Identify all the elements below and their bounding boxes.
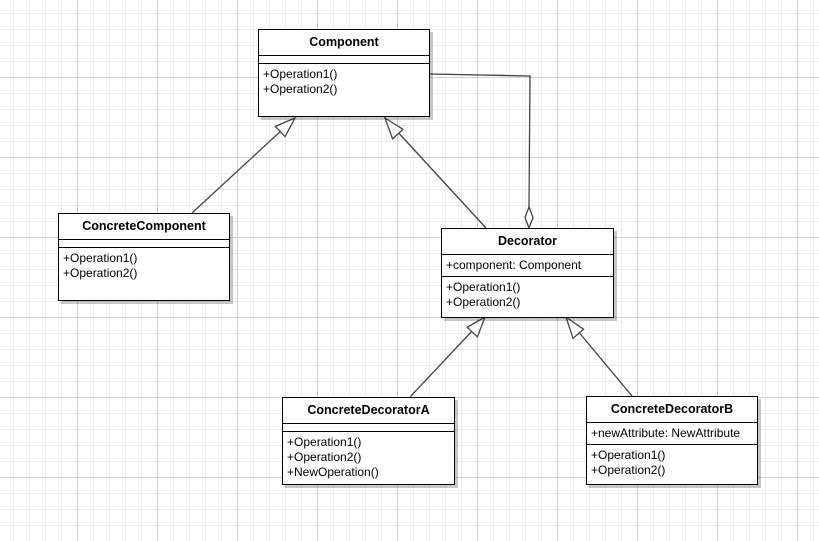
class-name: ConcreteDecoratorB bbox=[587, 397, 757, 423]
attributes-compartment bbox=[259, 56, 429, 64]
operation: +Operation2() bbox=[446, 295, 521, 309]
class-name: Decorator bbox=[442, 229, 613, 255]
operation: +Operation2() bbox=[591, 463, 666, 477]
generalization-arrowhead bbox=[274, 116, 297, 138]
operation: +NewOperation() bbox=[287, 465, 379, 479]
operations-compartment: +Operation1() +Operation2() bbox=[587, 445, 757, 481]
class-name: Component bbox=[259, 30, 429, 56]
operation: +Operation2() bbox=[63, 266, 138, 280]
class-name: ConcreteComponent bbox=[59, 214, 229, 240]
attributes-compartment: +component: Component bbox=[442, 255, 613, 277]
generalization-line[interactable] bbox=[191, 128, 284, 214]
operation: +Operation2() bbox=[263, 82, 338, 96]
generalization-arrowhead bbox=[564, 315, 585, 340]
operation: +Operation1() bbox=[63, 251, 138, 265]
operations-compartment: +Operation1() +Operation2() bbox=[442, 277, 613, 313]
operation: +Operation2() bbox=[287, 450, 362, 464]
aggregation-diamond bbox=[524, 205, 534, 230]
attribute: +newAttribute: NewAttribute bbox=[591, 426, 741, 440]
generalization-line[interactable] bbox=[576, 329, 633, 397]
class-decorator[interactable]: Decorator +component: Component +Operati… bbox=[441, 228, 614, 318]
attributes-compartment bbox=[283, 424, 454, 432]
generalization-line[interactable] bbox=[409, 328, 475, 398]
class-concrete-decorator-b[interactable]: ConcreteDecoratorB +newAttribute: NewAtt… bbox=[586, 396, 758, 485]
operations-compartment: +Operation1() +Operation2() +NewOperatio… bbox=[283, 432, 454, 483]
generalization-arrowhead bbox=[383, 116, 404, 140]
operation: +Operation1() bbox=[591, 448, 666, 462]
operation: +Operation1() bbox=[263, 67, 338, 81]
operations-compartment: +Operation1() +Operation2() bbox=[259, 64, 429, 100]
attributes-compartment: +newAttribute: NewAttribute bbox=[587, 423, 757, 445]
generalization-arrowhead bbox=[466, 315, 487, 339]
operation: +Operation1() bbox=[287, 435, 362, 449]
class-concrete-component[interactable]: ConcreteComponent +Operation1() +Operati… bbox=[58, 213, 230, 301]
attribute: +component: Component bbox=[446, 258, 582, 272]
class-component[interactable]: Component +Operation1() +Operation2() bbox=[258, 29, 430, 117]
attributes-compartment bbox=[59, 240, 229, 248]
class-concrete-decorator-a[interactable]: ConcreteDecoratorA +Operation1() +Operat… bbox=[282, 397, 455, 485]
operation: +Operation1() bbox=[446, 280, 521, 294]
aggregation-line[interactable] bbox=[429, 73, 531, 208]
generalization-line[interactable] bbox=[394, 128, 487, 229]
operations-compartment: +Operation1() +Operation2() bbox=[59, 248, 229, 284]
class-name: ConcreteDecoratorA bbox=[283, 398, 454, 424]
